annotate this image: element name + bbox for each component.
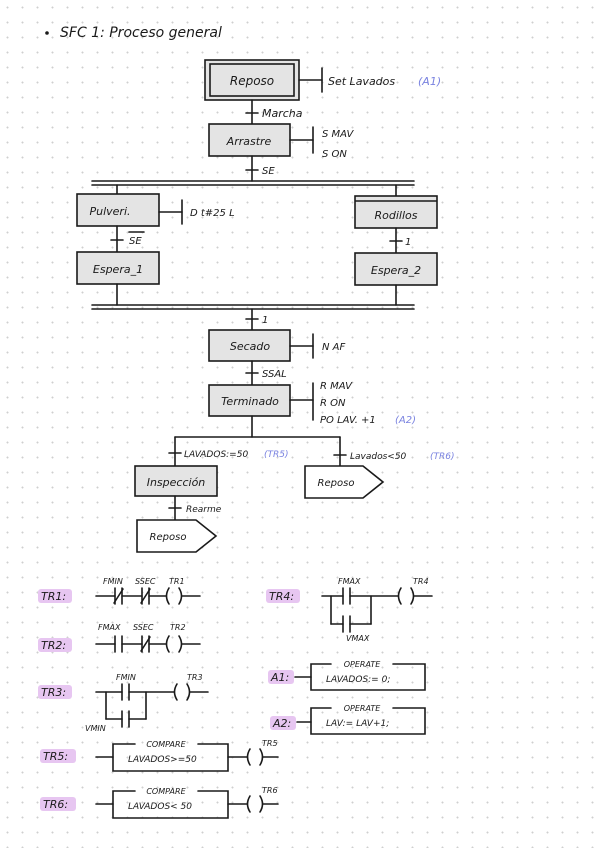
svg-text:Espera_2: Espera_2 — [371, 264, 421, 277]
action-terminado-1: R MAV — [320, 381, 353, 392]
action-reposo-ref: (A1) — [418, 75, 441, 88]
transition-1-right: 1 — [405, 237, 411, 248]
svg-text:FMIN: FMIN — [103, 577, 123, 586]
rung-tr2: TR2: FMAX SSEC TR2 — [38, 623, 201, 653]
operate-a1: A1: OPERATE LAVADOS:= 0; — [268, 660, 426, 691]
svg-text:A1:: A1: — [270, 671, 289, 684]
step-espera-2: Espera_2 — [354, 252, 438, 286]
step-inspeccion: Inspección — [134, 465, 218, 497]
transition-lavados-lt-ref: (TR6) — [430, 452, 455, 462]
action-terminado-3: PO LAV. +1 — [320, 415, 376, 426]
svg-text:FMAX: FMAX — [98, 623, 121, 632]
operate-a2: A2: OPERATE LAV:= LAV+1; — [270, 704, 426, 735]
rung-tr4: TR4: FMAX VMAX TR4 — [266, 577, 433, 643]
step-reposo: Reposo — [204, 59, 300, 101]
svg-text:LAVADOS>=50: LAVADOS>=50 — [128, 755, 197, 765]
svg-text:TR5:: TR5: — [43, 750, 68, 763]
transition-lavados-eq-ref: (TR5) — [264, 450, 289, 460]
svg-text:TR2: TR2 — [170, 623, 186, 632]
transition-ssal: SSAL — [262, 369, 287, 380]
transition-marcha: Marcha — [262, 107, 303, 120]
svg-text:COMPARE: COMPARE — [146, 787, 186, 796]
transition-lavados-lt: Lavados<50 — [350, 452, 407, 462]
rung-tr1: TR1: FMIN SSEC TR1 — [38, 577, 201, 605]
title-bullet — [45, 31, 49, 35]
rung-tr5: TR5: COMPARE LAVADOS>=50 TR5 — [40, 739, 279, 772]
svg-text:VMAX: VMAX — [346, 634, 370, 643]
svg-text:Reposo: Reposo — [230, 74, 274, 88]
transition-se-neg: SE — [129, 236, 142, 247]
page-title: SFC 1: Proceso general — [60, 25, 222, 41]
transition-se: SE — [262, 166, 275, 177]
svg-text:TR4:: TR4: — [269, 590, 294, 603]
step-arrastre: Arrastre — [208, 123, 291, 157]
svg-text:Pulveri.: Pulveri. — [89, 205, 130, 218]
action-terminado-2: R ON — [320, 398, 346, 409]
svg-text:SSEC: SSEC — [135, 577, 156, 586]
svg-text:Rodillos: Rodillos — [375, 209, 418, 222]
svg-text:VMIN: VMIN — [85, 724, 106, 733]
svg-text:TR3:: TR3: — [41, 686, 66, 699]
svg-text:LAVADOS:= 0;: LAVADOS:= 0; — [326, 675, 390, 685]
jump-reposo-bottom: Reposo — [136, 519, 218, 553]
svg-text:Terminado: Terminado — [221, 395, 279, 408]
svg-text:TR3: TR3 — [187, 673, 203, 682]
action-terminado-ref: (A2) — [395, 415, 416, 426]
svg-text:COMPARE: COMPARE — [146, 740, 186, 749]
svg-text:FMAX: FMAX — [338, 577, 361, 586]
action-secado: N AF — [322, 342, 346, 353]
action-arrastre-1: S MAV — [322, 129, 354, 140]
svg-text:LAVADOS< 50: LAVADOS< 50 — [128, 802, 192, 812]
transition-lavados-eq: LAVADOS:=50 — [184, 450, 248, 460]
jump-reposo-right: Reposo — [304, 465, 385, 499]
svg-text:OPERATE: OPERATE — [344, 704, 382, 713]
svg-text:Arrastre: Arrastre — [226, 135, 272, 148]
svg-text:TR2:: TR2: — [41, 639, 66, 652]
transition-1-left: 1 — [262, 315, 268, 326]
svg-text:OPERATE: OPERATE — [344, 660, 382, 669]
rung-tr6: TR6: COMPARE LAVADOS< 50 TR6 — [40, 786, 279, 819]
svg-text:Espera_1: Espera_1 — [93, 263, 143, 276]
action-pulveri: D t#25 L — [190, 208, 235, 219]
step-espera-1: Espera_1 — [76, 251, 160, 285]
step-secado: Secado — [208, 329, 291, 362]
action-reposo: Set Lavados — [328, 75, 395, 88]
step-terminado: Terminado — [208, 384, 291, 417]
svg-text:TR5: TR5 — [262, 739, 278, 748]
svg-text:Secado: Secado — [230, 340, 271, 353]
svg-text:SSEC: SSEC — [133, 623, 154, 632]
rung-tr3: TR3: FMIN VMIN TR3 — [38, 673, 209, 733]
svg-text:LAV:= LAV+1;: LAV:= LAV+1; — [326, 719, 389, 729]
svg-text:TR4: TR4 — [413, 577, 429, 586]
step-rodillos: Rodillos — [354, 195, 438, 229]
svg-text:TR6:: TR6: — [43, 798, 68, 811]
transition-rearme: Rearme — [186, 505, 222, 515]
svg-text:Reposo: Reposo — [318, 478, 355, 489]
step-pulveri: Pulveri. — [76, 193, 160, 227]
action-arrastre-2: S ON — [322, 149, 347, 160]
svg-text:Inspección: Inspección — [147, 476, 206, 489]
svg-text:FMIN: FMIN — [116, 673, 136, 682]
svg-text:A2:: A2: — [272, 717, 291, 730]
svg-text:TR6: TR6 — [262, 786, 278, 795]
svg-text:TR1:: TR1: — [41, 590, 66, 603]
svg-text:Reposo: Reposo — [150, 532, 187, 543]
svg-text:TR1: TR1 — [169, 577, 185, 586]
